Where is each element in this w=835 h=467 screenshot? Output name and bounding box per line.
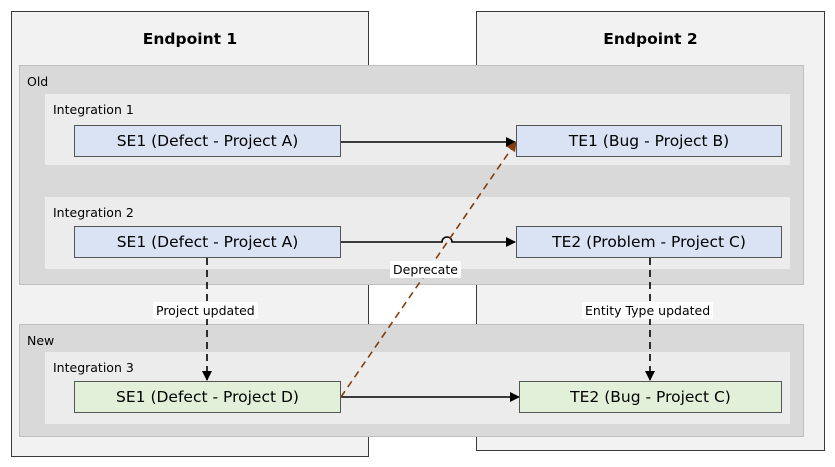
entity-type-updated-label: Entity Type updated	[582, 302, 714, 319]
endpoint-1-title: Endpoint 1	[142, 30, 238, 48]
source-node-integration-2: SE1 (Defect - Project A)	[74, 226, 341, 258]
source-node-integration-1: SE1 (Defect - Project A)	[74, 125, 341, 157]
source-node-integration-3: SE1 (Defect - Project D)	[74, 381, 341, 413]
integration-1-label: Integration 1	[53, 102, 134, 117]
target-node-integration-2: TE2 (Problem - Project C)	[516, 226, 782, 258]
deprecate-label: Deprecate	[390, 261, 461, 278]
integration-2-connector	[341, 236, 516, 247]
integration-2-label: Integration 2	[53, 205, 134, 220]
integration-3-label: Integration 3	[53, 360, 134, 375]
new-group-label: New	[27, 333, 55, 348]
target-node-integration-1: TE1 (Bug - Project B)	[516, 125, 782, 157]
deprecate-connector	[340, 141, 517, 398]
target-node-integration-3: TE2 (Bug - Project C)	[519, 381, 782, 413]
endpoint-2-title: Endpoint 2	[603, 30, 698, 48]
project-updated-label: Project updated	[153, 302, 258, 319]
old-group-label: Old	[27, 74, 49, 89]
